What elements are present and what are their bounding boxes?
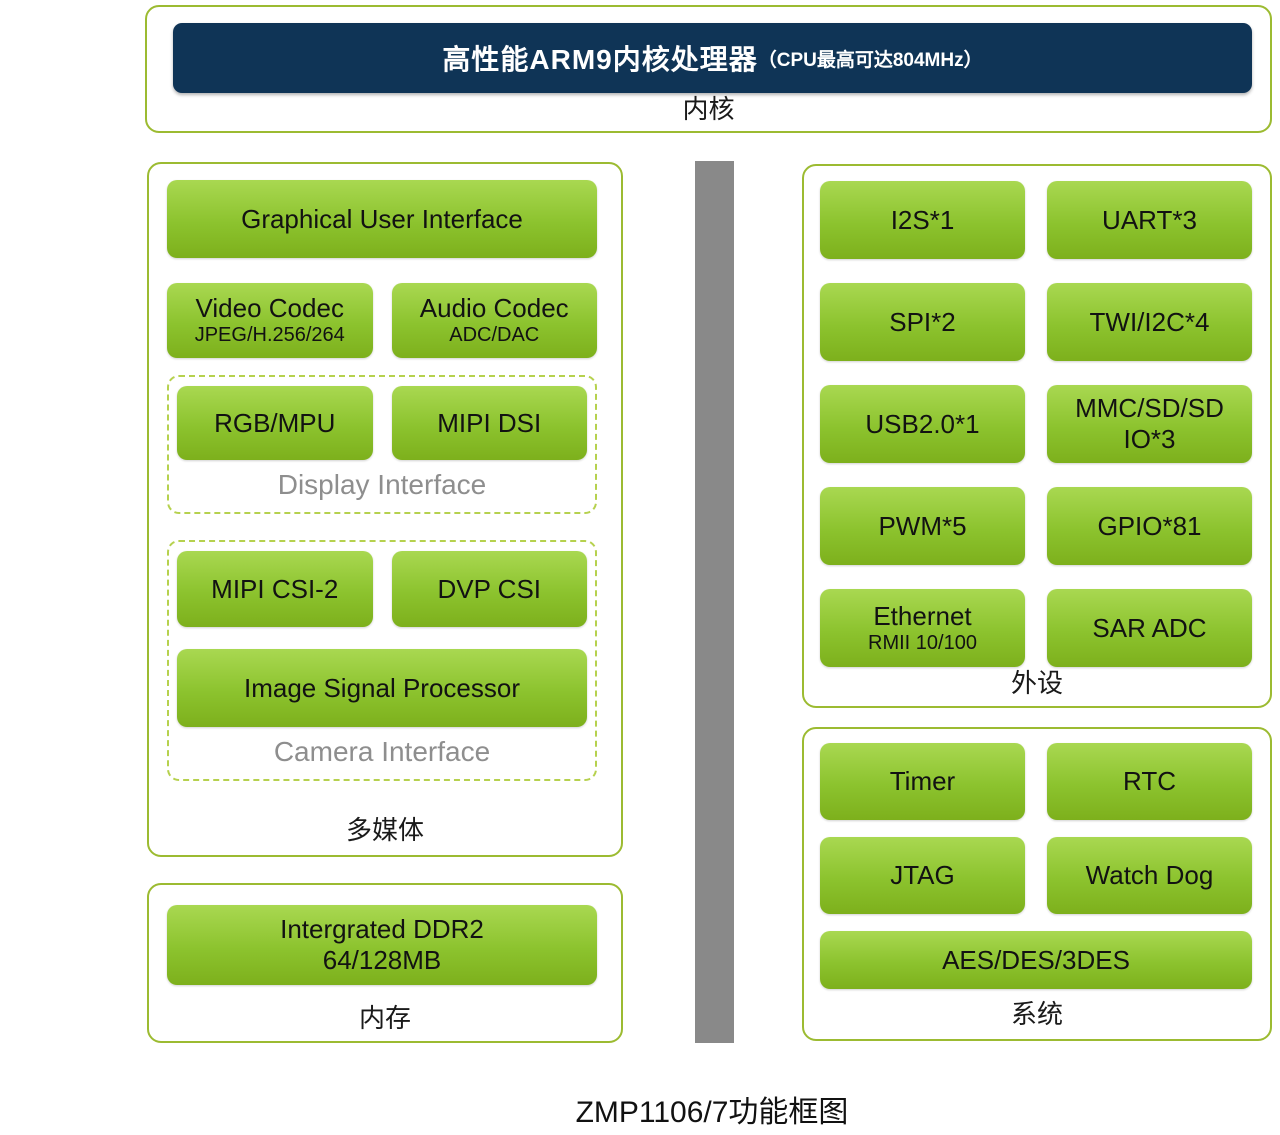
block-sublabel: ADC/DAC xyxy=(449,324,540,347)
block-gpio: GPIO*81 xyxy=(1047,487,1252,565)
block-audio-codec: Audio Codec ADC/DAC xyxy=(391,283,597,358)
block-label: Ethernet xyxy=(873,600,972,631)
diagram-caption: ZMP1106/7功能框图 xyxy=(575,1096,849,1129)
cpu-subtitle: （CPU最高可达804MHz） xyxy=(757,49,983,71)
block-label: MMC/SD/SD xyxy=(1075,393,1224,424)
kernel-panel-label: 内核 xyxy=(682,94,735,124)
block-pwm: PWM*5 xyxy=(820,487,1025,565)
display-interface-group: RGB/MPU MIPI DSI Display Interface xyxy=(167,375,597,514)
multimedia-panel-label: 多媒体 xyxy=(345,815,424,845)
block-label: Intergrated DDR2 xyxy=(280,914,484,945)
block-sublabel: JPEG/H.256/264 xyxy=(194,324,345,347)
block-label: Audio Codec xyxy=(419,293,569,324)
block-ethernet: Ethernet RMII 10/100 xyxy=(820,589,1025,667)
memory-panel: Intergrated DDR2 64/128MB 内存 xyxy=(147,883,623,1043)
block-label-line2: 64/128MB xyxy=(322,945,442,975)
block-mmc-sd-sdio: MMC/SD/SD IO*3 xyxy=(1047,385,1252,463)
block-label: Video Codec xyxy=(195,293,344,324)
block-video-codec: Video Codec JPEG/H.256/264 xyxy=(167,283,373,358)
block-mipi-dsi: MIPI DSI xyxy=(391,386,587,460)
block-timer: Timer xyxy=(820,743,1025,820)
memory-panel-label: 内存 xyxy=(358,1003,411,1033)
multimedia-content: Graphical User Interface Video Codec JPE… xyxy=(167,180,597,781)
block-sublabel: RMII 10/100 xyxy=(868,631,977,654)
block-aes-des-3des: AES/DES/3DES xyxy=(820,931,1252,989)
camera-interface-row: MIPI CSI-2 DVP CSI xyxy=(177,551,587,627)
block-label: SPI*2 xyxy=(889,306,956,337)
codec-row: Video Codec JPEG/H.256/264 Audio Codec A… xyxy=(167,283,597,358)
block-label: SAR ADC xyxy=(1092,612,1207,643)
block-integrated-ddr2: Intergrated DDR2 64/128MB xyxy=(167,905,597,985)
block-label: Timer xyxy=(889,766,956,797)
block-label: UART*3 xyxy=(1102,204,1197,235)
block-spi: SPI*2 xyxy=(820,283,1025,361)
cpu-block: 高性能ARM9内核处理器（CPU最高可达804MHz） xyxy=(173,23,1252,93)
block-image-signal-processor: Image Signal Processor xyxy=(177,649,587,727)
block-uart: UART*3 xyxy=(1047,181,1252,259)
block-jtag: JTAG xyxy=(820,837,1025,914)
block-label: USB2.0*1 xyxy=(865,408,980,439)
block-sar-adc: SAR ADC xyxy=(1047,589,1252,667)
block-label: Image Signal Processor xyxy=(243,672,521,703)
system-panel: Timer RTC JTAG Watch Dog AES/DES/3DES 系统 xyxy=(802,727,1272,1041)
multimedia-panel: Graphical User Interface Video Codec JPE… xyxy=(147,162,623,857)
camera-interface-group: MIPI CSI-2 DVP CSI Image Signal Processo… xyxy=(167,540,597,781)
kernel-panel: 高性能ARM9内核处理器（CPU最高可达804MHz） 内核 xyxy=(145,5,1272,133)
block-label: PWM*5 xyxy=(878,510,967,541)
block-label: TWI/I2C*4 xyxy=(1089,306,1210,337)
block-label: DVP CSI xyxy=(437,573,542,604)
block-dvp-csi: DVP CSI xyxy=(391,551,587,627)
system-grid: Timer RTC JTAG Watch Dog xyxy=(820,743,1252,914)
peripherals-panel-label: 外设 xyxy=(1010,668,1063,698)
block-label: RGB/MPU xyxy=(214,407,336,438)
block-label: RTC xyxy=(1123,766,1176,797)
block-graphical-user-interface: Graphical User Interface xyxy=(167,180,597,258)
center-divider-bar xyxy=(695,161,734,1043)
block-watch-dog: Watch Dog xyxy=(1047,837,1252,914)
block-rgb-mpu: RGB/MPU xyxy=(177,386,373,460)
camera-interface-group-label: Camera Interface xyxy=(273,736,491,767)
block-label: I2S*1 xyxy=(890,204,955,235)
block-usb2: USB2.0*1 xyxy=(820,385,1025,463)
block-label: MIPI CSI-2 xyxy=(211,573,339,604)
block-label: Graphical User Interface xyxy=(241,203,523,234)
cpu-title: 高性能ARM9内核处理器 xyxy=(442,44,758,75)
block-i2s: I2S*1 xyxy=(820,181,1025,259)
block-label: GPIO*81 xyxy=(1097,510,1202,541)
block-mipi-csi-2: MIPI CSI-2 xyxy=(177,551,373,627)
block-label: MIPI DSI xyxy=(437,407,542,438)
block-label: AES/DES/3DES xyxy=(942,944,1130,975)
system-panel-label: 系统 xyxy=(1010,999,1063,1029)
peripherals-grid: I2S*1 UART*3 SPI*2 TWI/I2C*4 USB2.0*1 MM… xyxy=(820,181,1252,667)
block-label-line2: IO*3 xyxy=(1123,424,1176,454)
block-label: JTAG xyxy=(890,860,955,891)
peripherals-panel: I2S*1 UART*3 SPI*2 TWI/I2C*4 USB2.0*1 MM… xyxy=(802,164,1272,708)
block-twi-i2c: TWI/I2C*4 xyxy=(1047,283,1252,361)
block-rtc: RTC xyxy=(1047,743,1252,820)
display-interface-group-label: Display Interface xyxy=(277,469,487,500)
block-label: Watch Dog xyxy=(1085,860,1214,891)
display-interface-row: RGB/MPU MIPI DSI xyxy=(177,386,587,460)
